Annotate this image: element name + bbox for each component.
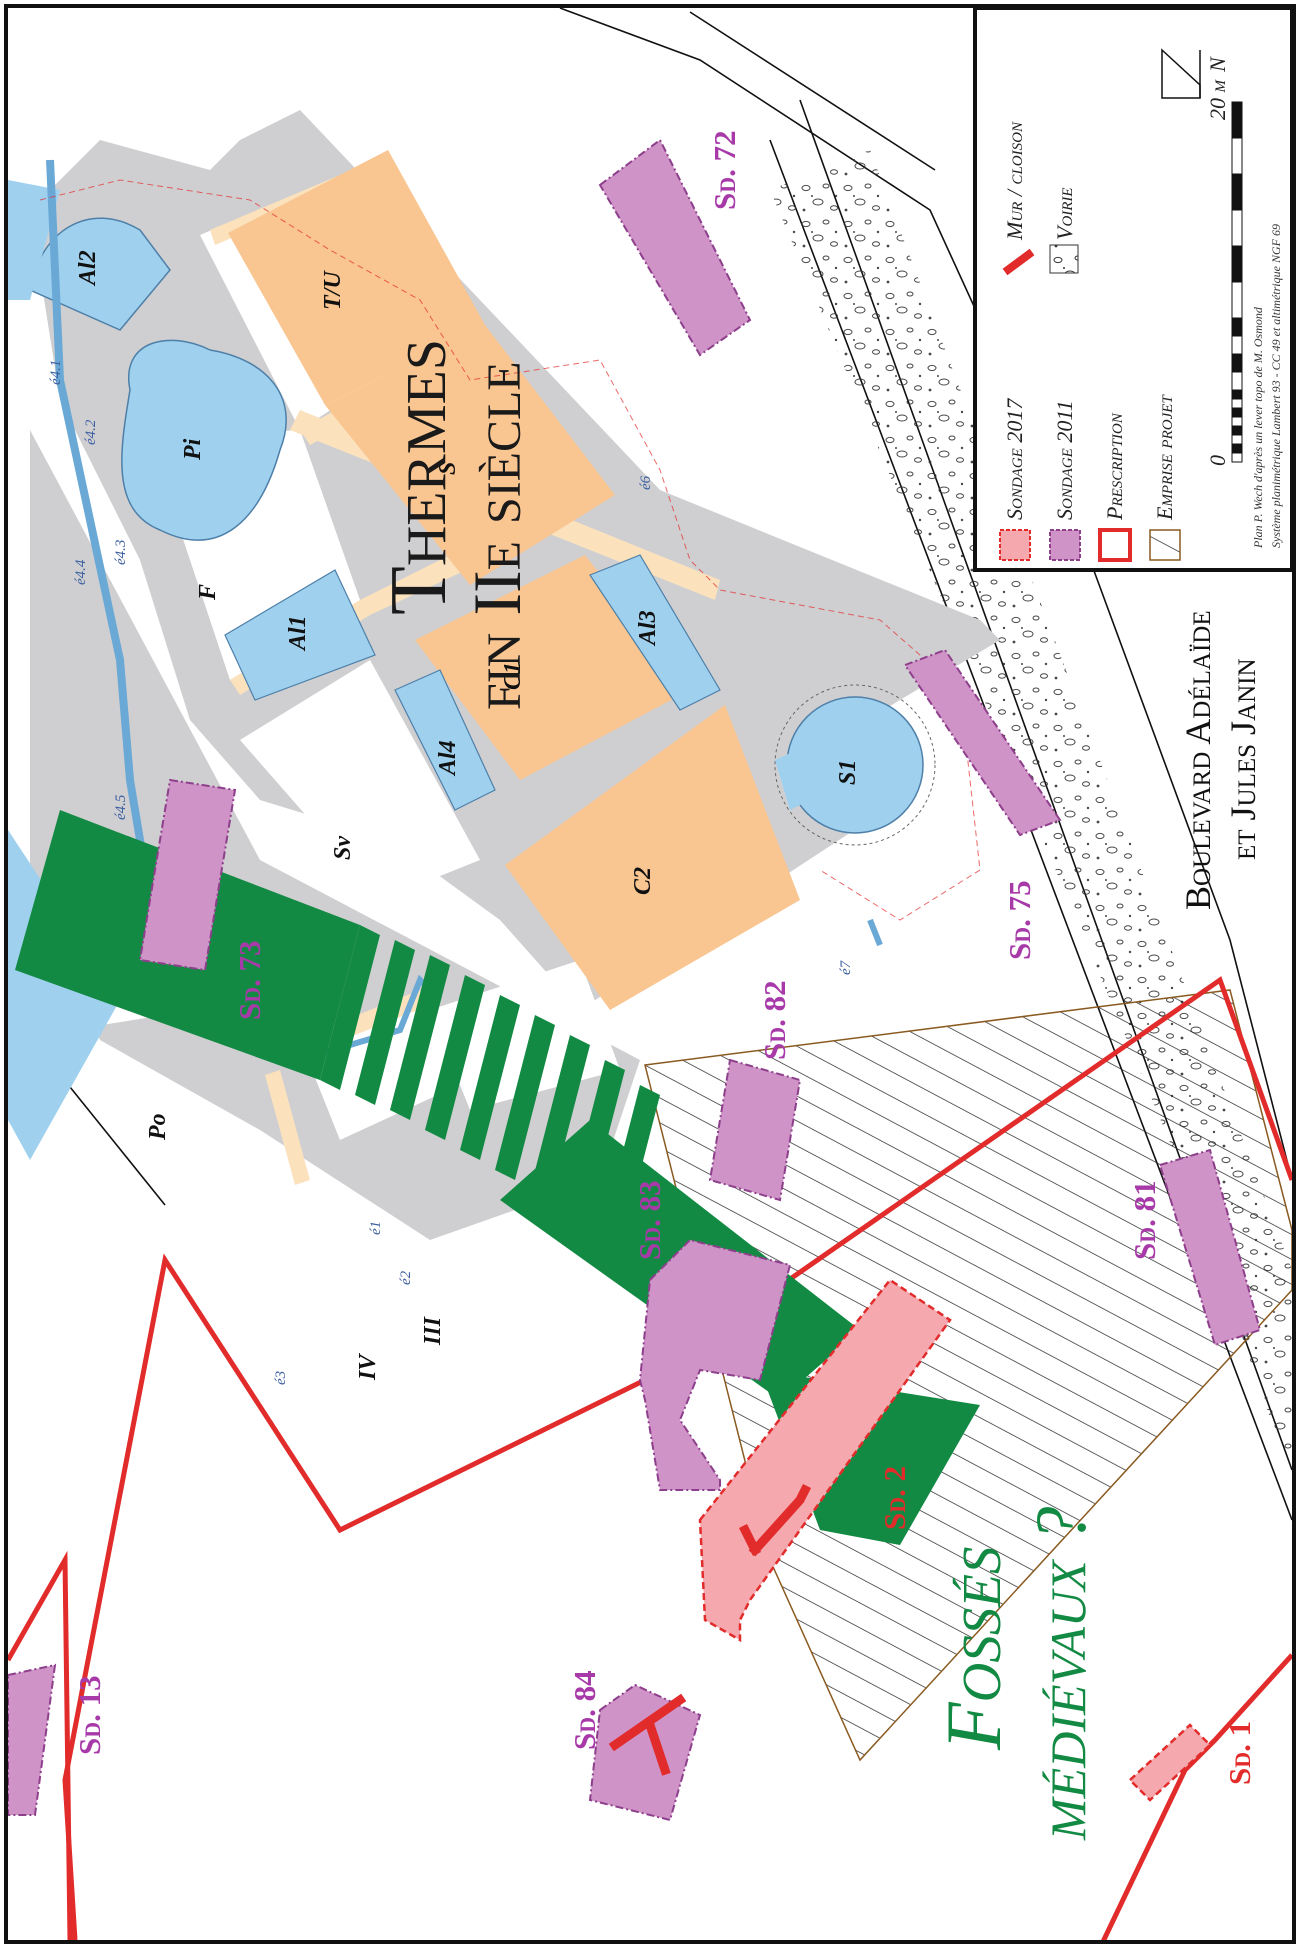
room-s-fill <box>325 325 615 585</box>
prescription-outline-3 <box>1101 1653 1292 1940</box>
sd82-rect <box>708 1058 802 1202</box>
fosses-line2: médiévaux ? <box>1021 1506 1101 1841</box>
fosses-line1: Fossés <box>930 1547 1017 1751</box>
legend-mur-cloison: Mur / cloison <box>1002 121 1027 241</box>
legend-sondage-2011: Sondage 2011 <box>1052 400 1077 520</box>
room-c2: C2 <box>630 867 656 895</box>
sd1-rect <box>1128 1723 1212 1802</box>
sondages-2011 <box>8 138 1262 1822</box>
sondage-labels: Sd. 72 Sd. 73 Sd. 75 Sd. 82 Sd. 83 Sd. 8… <box>72 130 1257 1785</box>
room-tu: T/U <box>320 270 346 310</box>
label-e43: é4.3 <box>113 540 129 565</box>
north-arrow-icon <box>1161 48 1201 99</box>
wall-marks <box>608 1483 812 1776</box>
label-sd75: Sd. 75 <box>1002 880 1037 960</box>
room-s: S <box>435 462 461 475</box>
label-sd83: Sd. 83 <box>632 1180 667 1260</box>
legend-north: N <box>1205 56 1230 73</box>
road-name: Boulevard Adélaïde et Jules Janin <box>1178 610 1263 910</box>
label-e7: é7 <box>838 959 854 975</box>
room-c1: C1 <box>500 662 526 690</box>
sd73-rect <box>138 778 237 972</box>
room-al2: Al2 <box>75 250 101 287</box>
road-stone-pattern <box>770 150 1292 1480</box>
sd83-rect <box>638 1238 792 1491</box>
room-c2-fill <box>505 705 800 1010</box>
prescription-outline-2 <box>62 976 1292 1940</box>
scale-start: 0 <box>1205 455 1230 466</box>
legend-sondage-2017: Sondage 2017 <box>1002 398 1027 520</box>
label-e1: é1 <box>368 1221 384 1235</box>
credit-line1: Plan P. Wech d'après un lever topo de M.… <box>1251 306 1265 549</box>
room-al4: Al4 <box>435 740 461 777</box>
legend-icon-voirie <box>1049 244 1079 274</box>
label-e44: é4.4 <box>73 559 89 585</box>
element-labels: é4.1 é4.2 é4.3 é4.4 é4.5 é6 é7 é1 é2 é3 <box>48 360 854 1385</box>
legend-icon-prescription <box>1098 528 1132 562</box>
fosse-striped-section <box>320 925 660 1250</box>
room-al1: Al1 <box>285 615 311 652</box>
thermes-title: Thermes fin IIe siècle <box>375 339 535 710</box>
room-tu-fill <box>228 150 485 405</box>
label-sd73: Sd. 73 <box>232 940 267 1020</box>
scale-end: 20 m <box>1205 79 1230 121</box>
legend-icon-sondage-2017 <box>999 529 1031 561</box>
sd13-rect <box>8 1663 57 1816</box>
legend-icon-sondage-2011 <box>1049 529 1081 561</box>
label-e3: é3 <box>273 1371 289 1385</box>
scale-bar <box>1231 101 1243 463</box>
fosses-title: Fossés médiévaux ? <box>930 1506 1101 1841</box>
map-frame <box>4 4 1296 1944</box>
room-f: F <box>195 584 221 601</box>
room-al3: Al3 <box>635 610 661 647</box>
room-labels: Al2 Pi T/U S F Al1 C1 Al3 Al4 Sv S1 C2 P… <box>75 250 861 1381</box>
road-line1: Boulevard Adélaïde <box>1178 610 1218 910</box>
legend-icon-emprise <box>1149 529 1181 561</box>
label-e2: é2 <box>398 1270 414 1285</box>
room-s1: S1 <box>835 760 861 785</box>
label-sd84: Sd. 84 <box>567 1670 602 1750</box>
legend: Sondage 2017 Sondage 2011 Prescription E… <box>973 6 1294 572</box>
title-line2: fin IIe siècle <box>459 361 535 710</box>
sondages-2017 <box>698 1278 1212 1802</box>
title-line1: Thermes <box>375 339 463 615</box>
basin-al1-fill <box>224 569 376 701</box>
room-iv: IV <box>355 1353 381 1381</box>
basin-al3-fill <box>589 554 721 711</box>
legend-icon-mur <box>1002 248 1035 276</box>
thermes-building <box>8 110 1000 1240</box>
legend-emprise-projet: Emprise projet <box>1152 394 1177 521</box>
label-sd81: Sd. 81 <box>1127 1180 1162 1260</box>
label-e45: é4.5 <box>113 794 129 820</box>
label-e6: é6 <box>638 475 654 490</box>
label-sd2: Sd. 2 <box>877 1466 912 1530</box>
basin-pi-fill <box>121 339 287 541</box>
room-sv: Sv <box>330 836 356 860</box>
label-sd1: Sd. 1 <box>1222 1721 1257 1785</box>
sd2-rect <box>698 1278 952 1643</box>
road-line2: et Jules Janin <box>1223 658 1263 860</box>
sd72-rect <box>598 138 752 357</box>
label-sd13: Sd. 13 <box>72 1675 107 1755</box>
label-e42: é4.2 <box>83 419 99 445</box>
room-iii: III <box>420 1315 446 1346</box>
room-pi: Pi <box>180 438 206 461</box>
room-po: Po <box>145 1113 171 1141</box>
label-sd72: Sd. 72 <box>707 130 742 210</box>
credit-line2: Système planimétrique Lambert 93 - CC 49… <box>1269 224 1283 548</box>
label-sd82: Sd. 82 <box>757 980 792 1060</box>
sd75-rect <box>903 648 1062 837</box>
basin-al4-fill <box>394 669 496 811</box>
sd84-rect <box>588 1683 702 1822</box>
legend-voirie: Voirie <box>1052 187 1077 240</box>
sd81-rect <box>1158 1148 1262 1347</box>
label-e41: é4.1 <box>48 360 64 385</box>
legend-prescription: Prescription <box>1102 412 1127 521</box>
